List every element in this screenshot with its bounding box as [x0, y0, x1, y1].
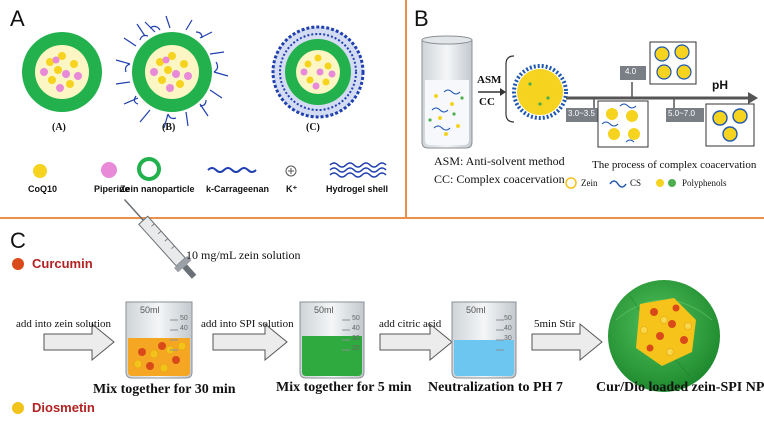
particle-a-icon	[22, 32, 102, 112]
zein-spi-nanoparticle-icon	[608, 280, 720, 392]
beaker-1-volume: 50ml	[140, 305, 160, 315]
beaker-2-scale-50: 50	[352, 315, 360, 322]
beaker-blue-icon	[451, 301, 517, 379]
syringe-label: 10 mg/mL zein solution	[186, 248, 301, 262]
k-carrageenan-icon	[207, 167, 257, 173]
curcumin-dot-icon	[12, 258, 24, 270]
legend-zein-label: Zein nanoparticle	[120, 184, 195, 194]
legend-hydrogel-label: Hydrogel shell	[326, 184, 389, 194]
legend-piperine-label: Piperine	[94, 184, 130, 194]
step-arrow-4	[531, 322, 603, 362]
asm-definition: ASM: Anti-solvent method	[434, 154, 565, 168]
zein-legend-icon	[565, 177, 577, 189]
particle-b-icon	[115, 15, 229, 129]
coq10-icon	[33, 164, 47, 178]
panel-b	[421, 35, 758, 189]
step-arrow-1	[43, 322, 115, 362]
legend-zein-text: Zein	[581, 178, 598, 188]
bracket-icon	[505, 55, 515, 123]
step-3-caption: Neutralization to PH 7	[428, 380, 563, 395]
asm-label: ASM	[477, 74, 502, 86]
beaker-2-volume: 50ml	[314, 305, 334, 315]
beaker-green-icon	[299, 301, 365, 379]
beaker-1-scale-40: 40	[180, 325, 188, 332]
panel-c	[12, 198, 720, 414]
step-3-arrow-label: add citric acid	[379, 318, 442, 330]
particle-c-label: (C)	[306, 122, 320, 133]
step-4-arrow-label: 5min Stir	[534, 318, 576, 330]
beaker-3-scale-40: 40	[504, 325, 512, 332]
curcumin-label: Curcumin	[32, 256, 93, 271]
cc-label: CC	[479, 96, 495, 108]
legend-coq10-label: CoQ10	[28, 184, 58, 194]
polyphenol-yellow-icon	[656, 179, 664, 187]
beaker-3-scale-30: 30	[504, 335, 512, 342]
step-2-caption: Mix together for 5 min	[276, 380, 412, 395]
particle-b-label: (B)	[162, 122, 176, 133]
cluster-ph3-icon	[597, 100, 649, 148]
step-4-caption: Cur/Dio loaded zein-SPI NPs	[596, 380, 764, 395]
hydrogel-shell-icon	[329, 162, 387, 178]
beaker-2-scale-20: 20	[352, 345, 360, 352]
step-1-caption: Mix together for 30 min	[93, 382, 236, 397]
piperine-icon	[101, 162, 117, 178]
ph-step-2-label: 4.0	[625, 67, 637, 76]
potassium-ion-icon	[285, 165, 297, 177]
ph-step-box-2	[620, 66, 646, 80]
coacervate-particle-icon	[512, 64, 568, 120]
syringe-icon	[123, 198, 197, 279]
beaker-orange-icon	[125, 301, 193, 379]
step-arrow-2	[212, 322, 288, 362]
panel-a	[22, 15, 387, 181]
ph-step-box-3	[666, 108, 704, 122]
ph-step-1-label: 3.0~3.5	[568, 109, 595, 118]
panel-c-letter: C	[10, 228, 26, 253]
diosmetin-label: Diosmetin	[32, 400, 95, 415]
beaker-1-scale-50: 50	[180, 315, 188, 322]
ph-step-box-1	[566, 108, 604, 122]
legend-potassium-label: K⁺	[286, 184, 298, 194]
cs-legend-icon	[609, 180, 627, 188]
cluster-ph4-icon	[649, 41, 697, 85]
cc-definition: CC: Complex coacervation	[434, 172, 565, 186]
panel-a-letter: A	[10, 6, 25, 31]
panel-divider-vertical	[405, 0, 407, 218]
cluster-ph5-icon	[705, 103, 755, 147]
panel-b-beaker-icon	[421, 35, 473, 149]
beaker-2-scale-30: 30	[352, 335, 360, 342]
legend-cs-text: CS	[630, 178, 642, 188]
particle-a-label: (A)	[52, 122, 66, 133]
step-1-arrow-label: add into zein solution	[16, 318, 112, 330]
ph-step-3-label: 5.0~7.0	[668, 109, 695, 118]
process-title: The process of complex coacervation	[592, 159, 757, 171]
legend-polyphenols-text: Polyphenols	[682, 178, 727, 188]
panel-b-letter: B	[414, 6, 429, 31]
step-arrow-3	[379, 322, 453, 362]
panel-divider-horizontal	[0, 217, 764, 219]
diosmetin-dot-icon	[12, 402, 24, 414]
beaker-3-scale-50: 50	[504, 315, 512, 322]
ph-axis-label: pH	[712, 78, 728, 92]
polyphenol-green-icon	[668, 179, 676, 187]
particle-c-icon	[271, 25, 365, 119]
beaker-3-volume: 50ml	[466, 305, 486, 315]
legend-carrageenan-label: k-Carrageenan	[206, 184, 270, 194]
zein-ring-icon	[137, 157, 161, 181]
step-2-arrow-label: add into SPI solution	[201, 318, 294, 330]
beaker-2-scale-40: 40	[352, 325, 360, 332]
